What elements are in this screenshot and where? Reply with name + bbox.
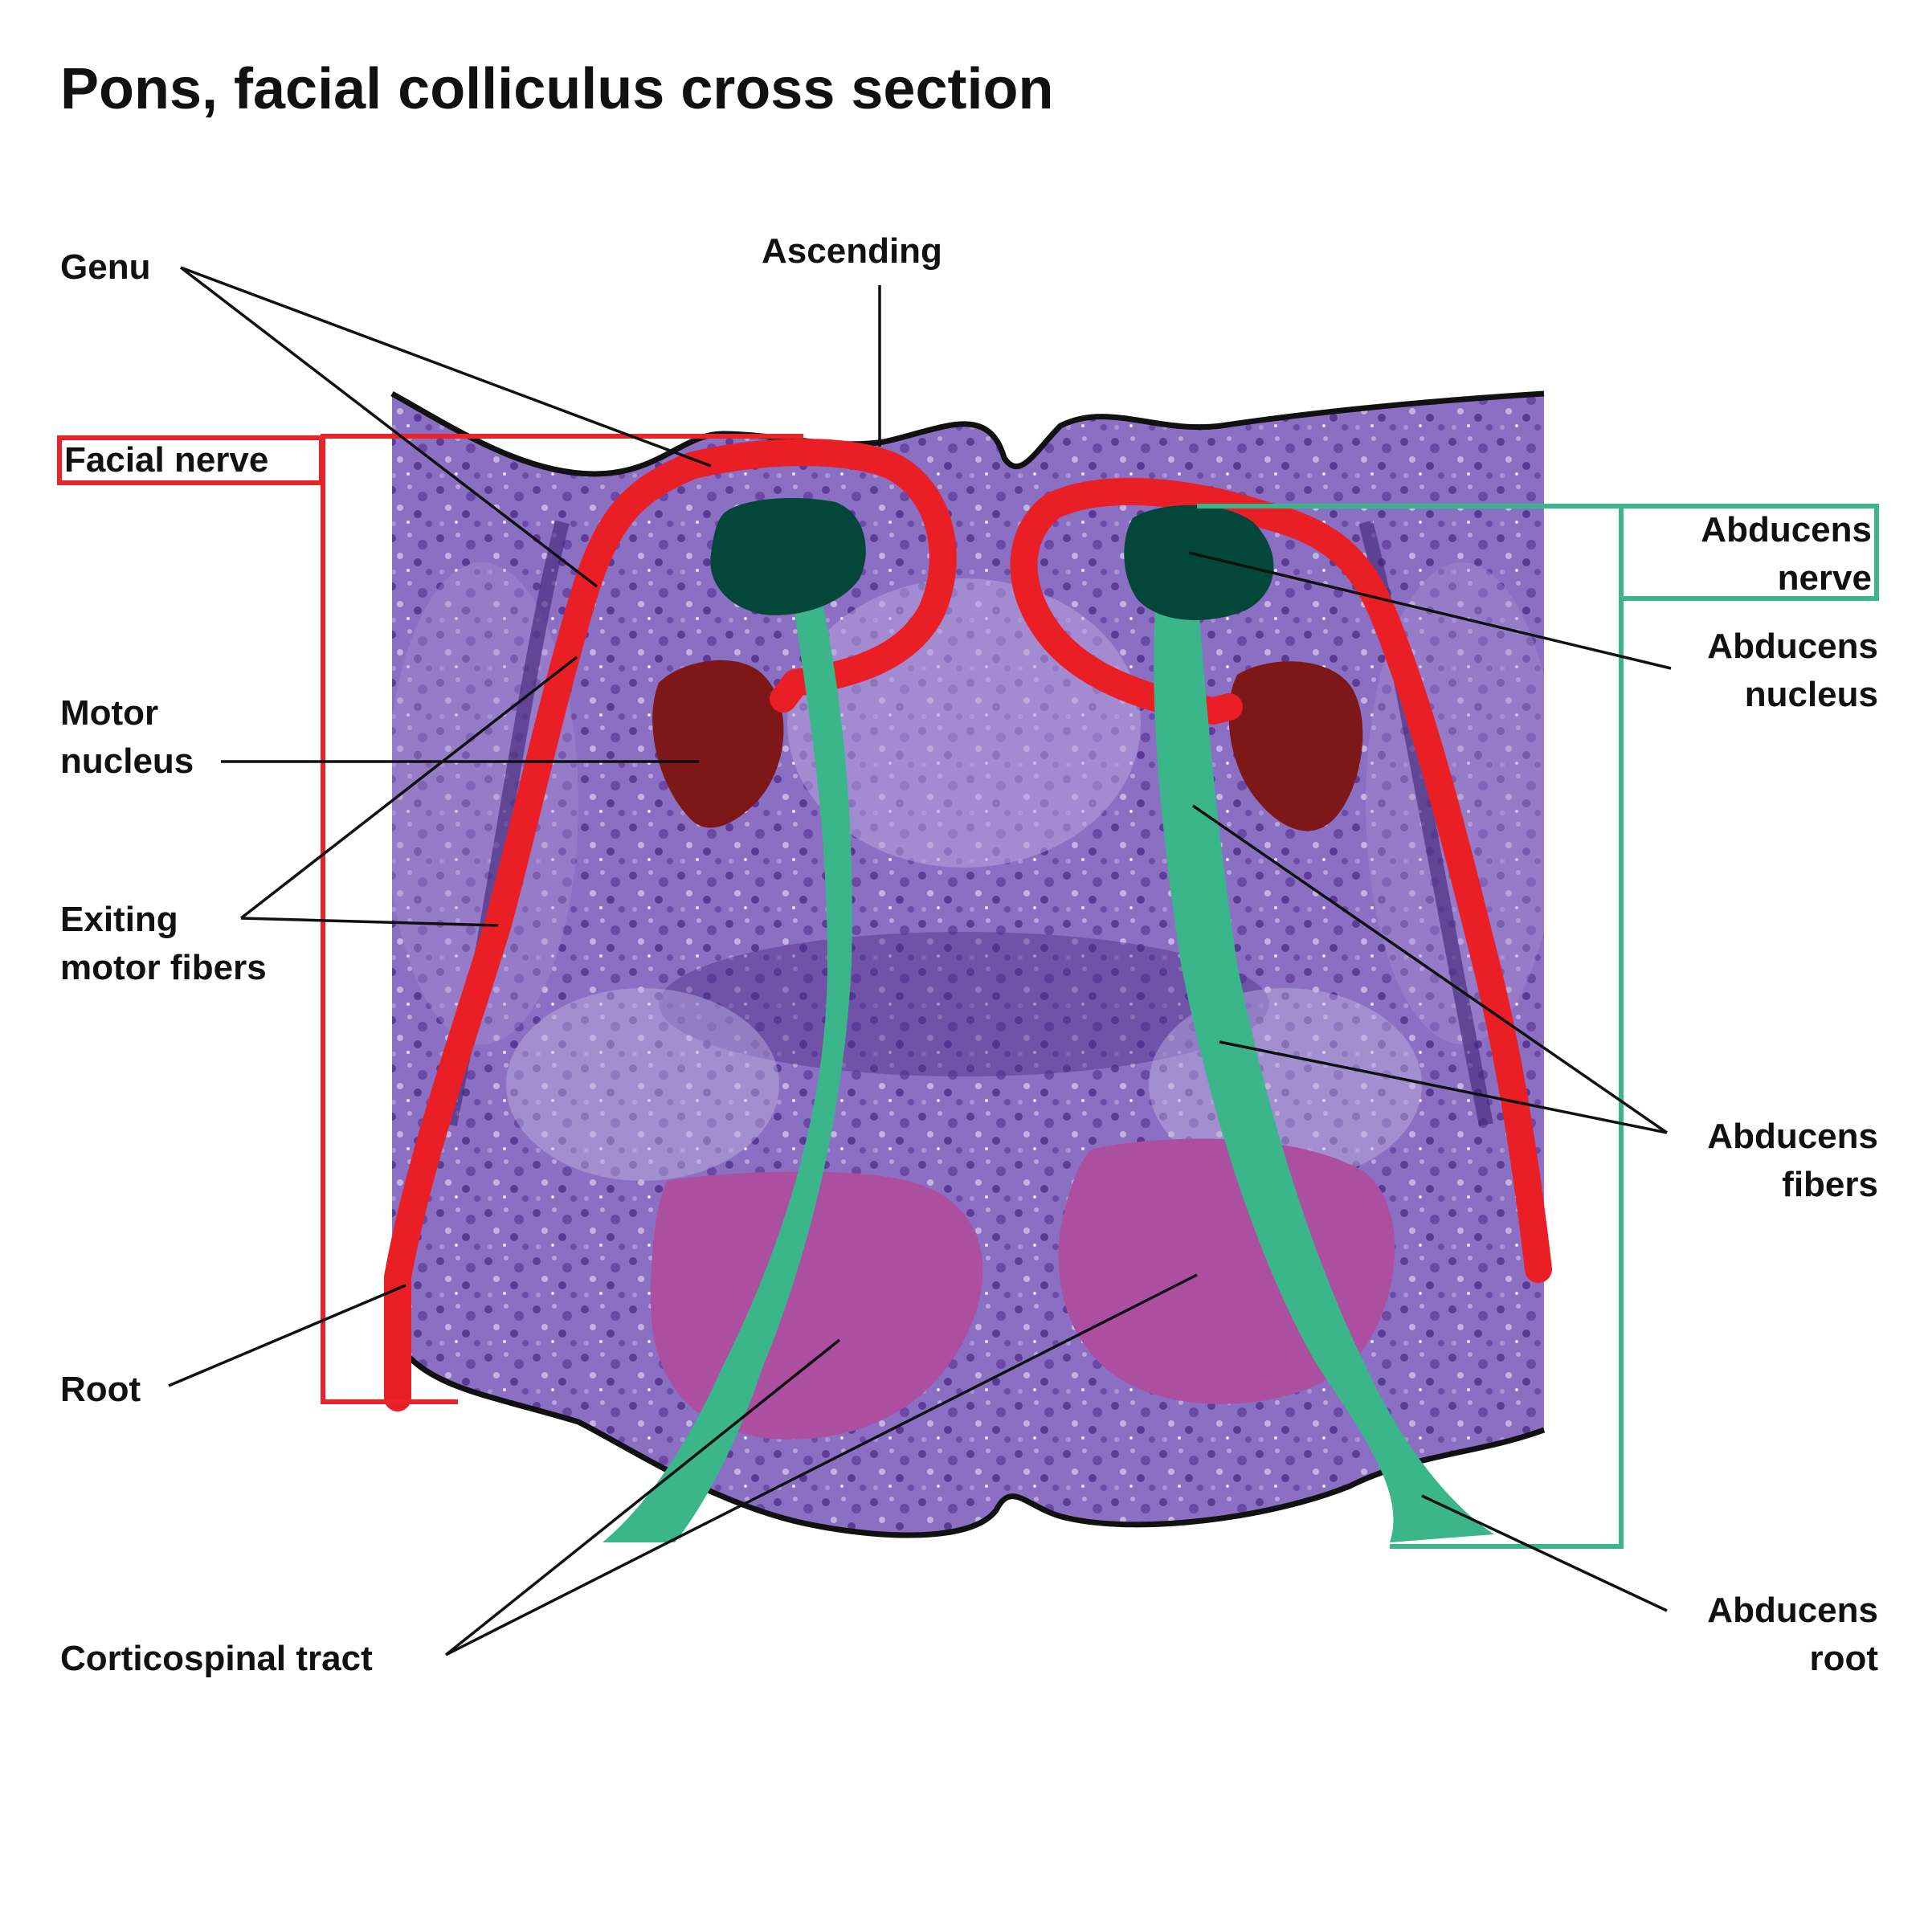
label-motor-nucleus-line1: Motor xyxy=(60,693,159,733)
abducens-fibers-left xyxy=(602,586,852,1542)
label-abducens-nucleus-line1: Abducens xyxy=(1707,627,1878,666)
label-abducens-fibers-line2: fibers xyxy=(1782,1165,1878,1204)
label-ascending: Ascending xyxy=(762,231,942,271)
facial-nerve-right xyxy=(1010,477,1552,1283)
label-genu: Genu xyxy=(60,247,151,287)
label-corticospinal-tract: Corticospinal tract xyxy=(60,1639,373,1678)
label-abducens-root-line1: Abducens xyxy=(1707,1591,1878,1630)
leader-genu-2 xyxy=(179,266,598,588)
leader-root xyxy=(168,1284,406,1387)
facial-nerve-bracket xyxy=(321,434,803,1404)
label-motor-nucleus-line2: nucleus xyxy=(60,741,194,781)
label-root: Root xyxy=(60,1370,141,1409)
abducens-nucleus-left xyxy=(710,498,866,615)
motor-nucleus-left xyxy=(652,660,784,828)
diagram-title: Pons, facial colliculus cross section xyxy=(60,57,1054,121)
facial-nerve-left xyxy=(384,439,957,1411)
leader-exiting-1 xyxy=(239,656,578,920)
leader-lines xyxy=(168,266,1672,1656)
abducens-nerve-bracket xyxy=(1197,504,1624,1549)
leader-corticospinal-2 xyxy=(445,1273,1198,1656)
leader-abducens-nucleus xyxy=(1188,551,1672,670)
tissue-outline xyxy=(390,390,1545,477)
leader-corticospinal-1 xyxy=(444,1338,841,1656)
leader-exiting-2 xyxy=(240,917,499,927)
label-exiting-fibers-line1: Exiting xyxy=(60,900,178,939)
tissue-outline-bottom xyxy=(407,1355,1546,1538)
abducens-fibers-right xyxy=(1154,586,1494,1542)
label-abducens-nerve-line2: nerve xyxy=(1777,558,1872,598)
label-abducens-nucleus-line2: nucleus xyxy=(1744,675,1878,714)
leader-genu-1 xyxy=(180,266,712,468)
abducens-nucleus-right xyxy=(1124,504,1274,620)
label-facial-nerve: Facial nerve xyxy=(64,440,269,480)
label-abducens-nerve-line1: Abducens xyxy=(1701,510,1872,549)
leader-abducens-root xyxy=(1421,1494,1668,1612)
leader-abducens-fibers-1 xyxy=(1192,804,1668,1134)
facial-nerve-label-box xyxy=(57,435,324,485)
motor-nucleus-right xyxy=(1228,661,1363,831)
leader-abducens-fibers-2 xyxy=(1219,1040,1668,1134)
label-abducens-fibers-line1: Abducens xyxy=(1707,1117,1878,1156)
abducens-nerve-label-box xyxy=(1619,504,1879,601)
label-abducens-root-line2: root xyxy=(1809,1639,1878,1678)
label-exiting-fibers-line2: motor fibers xyxy=(60,948,267,987)
